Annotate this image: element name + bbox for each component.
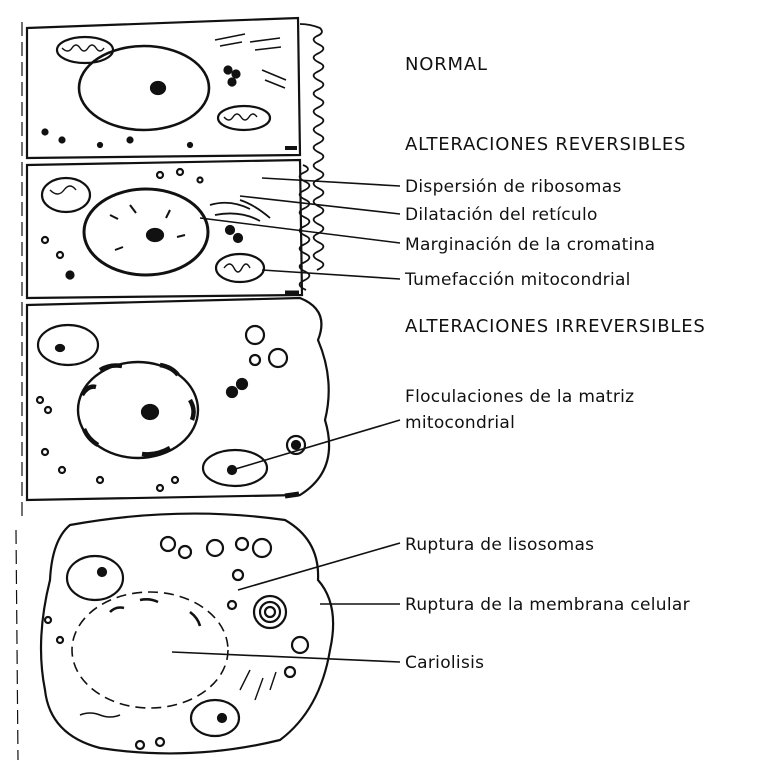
epithelium-edge [16,22,22,760]
section-irreversible: ALTERACIONES IRREVERSIBLES [405,316,706,337]
label-membrane-rupture: Ruptura de la membrana celular [405,595,690,615]
myelin-figure [254,596,286,628]
irreversible-cell-outline [27,298,329,500]
label-reticulum-dilation: Dilatación del retículo [405,205,598,225]
leader-matrix-flocculation [232,420,400,470]
leader-mitochondrial-swelling [262,270,400,279]
label-ribosome-dispersion: Dispersión de ribosomas [405,177,622,197]
normal-nucleolus [151,82,165,94]
necrotic-cell-outline [41,514,333,754]
label-matrix-flocculation-line1: Floculaciones de la matriz [405,387,634,407]
swollen-mitochondrion [216,254,264,282]
irreversible-mitochondrion [38,325,98,365]
lysosome-vesicle [67,556,123,600]
normal-nucleus [79,46,209,130]
irreversible-cell [27,298,329,500]
leader-reticulum-dilation [240,196,400,214]
necrotic-cell [41,514,333,754]
normal-cell [27,18,323,270]
lysed-nucleus [72,592,228,708]
label-matrix-flocculation-line2: mitocondrial [405,413,515,433]
necrotic-mitochondrion [191,700,239,736]
leader-ribosome-dispersion [262,178,400,186]
reversible-nucleolus [147,229,163,241]
irreversible-nucleolus [142,405,158,419]
label-mitochondrial-swelling: Tumefacción mitocondrial [404,270,631,290]
reversible-nucleus [84,189,208,275]
reversible-mitochondrion [42,178,90,212]
reversible-cell [27,160,309,298]
leader-lysosome-rupture [238,543,400,590]
label-karyolysis: Cariolisis [405,653,484,673]
section-reversible: ALTERACIONES REVERSIBLES [405,134,686,155]
label-lysosome-rupture: Ruptura de lisosomas [405,535,594,555]
section-normal: NORMAL [405,54,488,75]
leader-karyolysis [172,652,400,662]
leader-lines [172,178,400,662]
label-chromatin-margination: Marginación de la cromatina [405,235,655,255]
